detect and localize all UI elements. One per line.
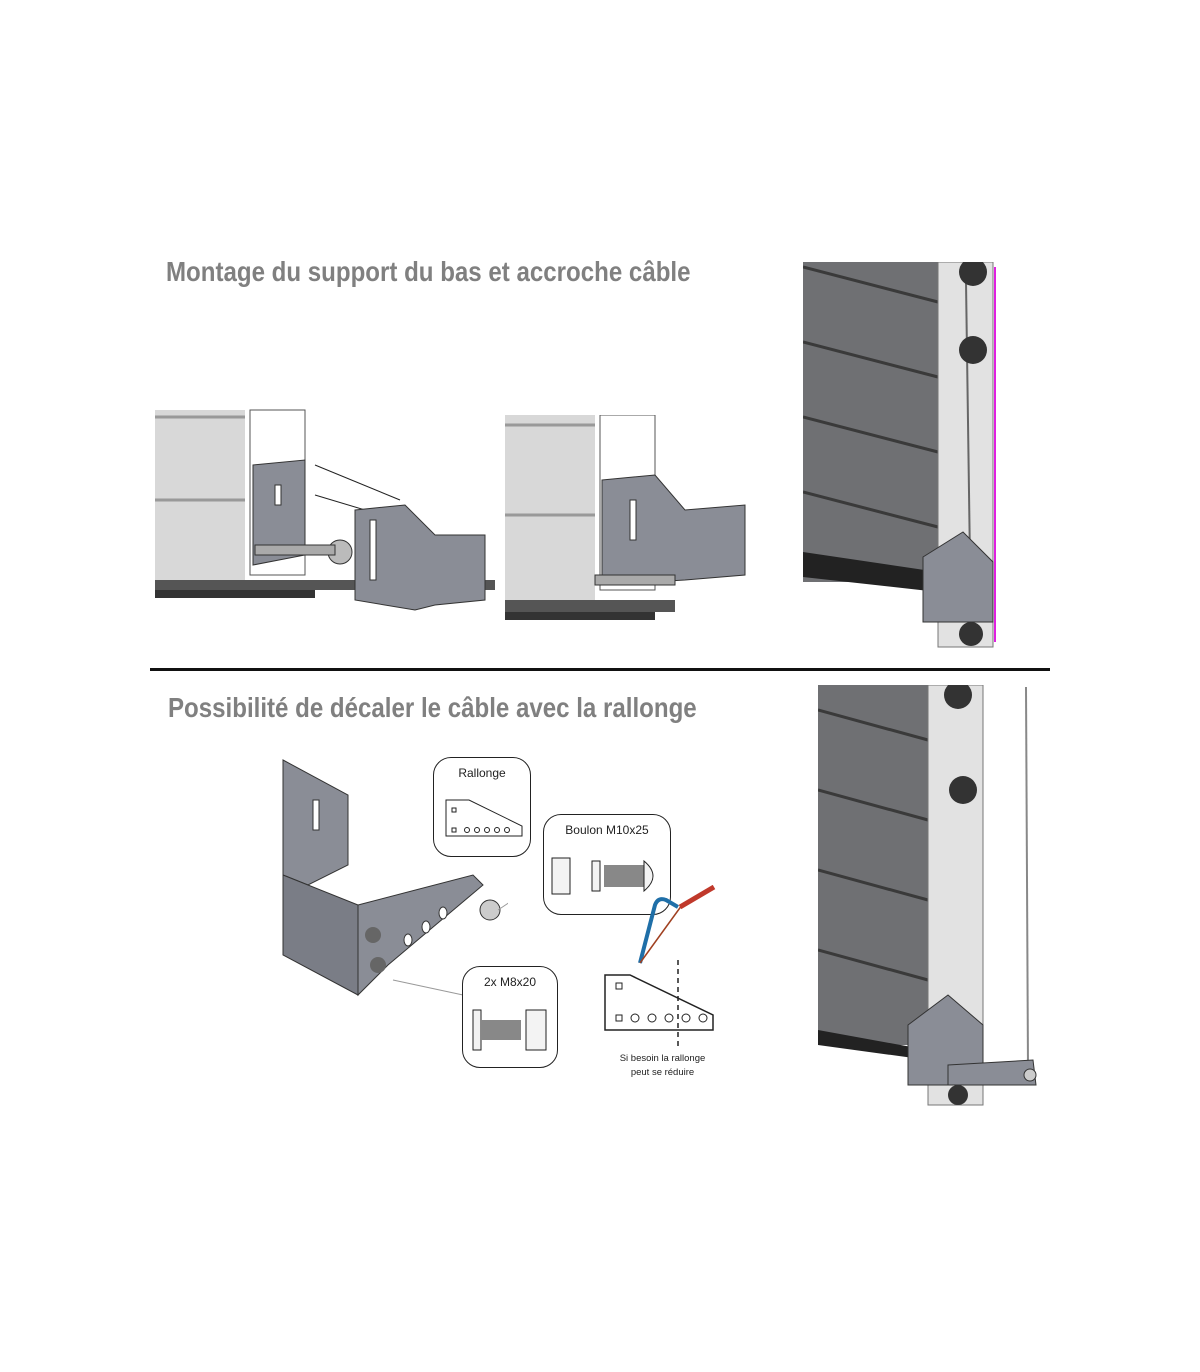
section-divider bbox=[150, 668, 1050, 671]
callout-vis: 2x M8x20 bbox=[462, 966, 558, 1068]
note-line-2: peut se réduire bbox=[630, 1067, 695, 1078]
callout-boulon: Boulon M10x25 bbox=[543, 814, 671, 915]
bracket-exploded-illustration bbox=[155, 409, 495, 611]
bracket-extension-illustration bbox=[282, 759, 508, 997]
extension-plate-icon bbox=[445, 799, 523, 837]
callout-rallonge: Rallonge bbox=[433, 757, 531, 857]
screw-m8-icon bbox=[472, 1009, 547, 1051]
callout-rallonge-label: Rallonge bbox=[458, 766, 506, 780]
callout-vis-label: 2x M8x20 bbox=[483, 975, 537, 989]
bolt-m10-icon bbox=[551, 857, 654, 895]
callout-boulon-label: Boulon M10x25 bbox=[565, 823, 649, 837]
door-cable-illustration-top bbox=[803, 262, 996, 648]
bracket-assembled-illustration bbox=[505, 415, 746, 620]
section-title-cable-offset: Possibilité de décaler le câble avec la … bbox=[168, 692, 697, 723]
door-cable-illustration-bottom bbox=[818, 685, 1037, 1106]
section-title-support-mounting: Montage du support du bas et accroche câ… bbox=[166, 256, 691, 287]
note-line-1: Si besoin la rallonge bbox=[619, 1053, 706, 1064]
saw-cut-illustration bbox=[604, 885, 716, 1050]
extension-cut-note: Si besoin la rallonge peut se réduire bbox=[600, 1052, 725, 1080]
